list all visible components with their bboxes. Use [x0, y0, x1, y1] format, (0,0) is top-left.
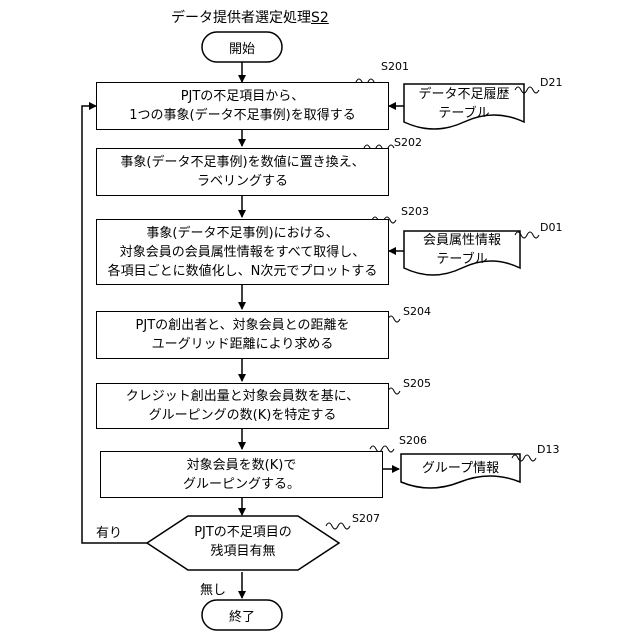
end-label: 終了 — [202, 606, 282, 625]
step-s205-line-1: クレジット創出量と対象会員数を基に、 — [126, 387, 360, 406]
step-s203-line-2: 対象会員の会員属性情報をすべて取得し、 — [120, 243, 366, 262]
decision-text: PJTの不足項目の 残項目有無 — [160, 523, 326, 561]
step-s202: 事象(データ不足事例)を数値に置き換え、 ラベリングする — [96, 148, 389, 196]
document-d13-line-1: グループ情報 — [401, 459, 520, 478]
ref-s206: S206 — [399, 434, 427, 447]
decision-no-label: 無し — [200, 579, 226, 598]
step-s206: 対象会員を数(K)で グルーピングする。 — [100, 451, 383, 498]
ref-s204: S204 — [403, 305, 431, 318]
decision-line-1: PJTの不足項目の — [160, 523, 326, 542]
step-s201: PJTの不足項目から、 1つの事象(データ不足事例)を取得する — [96, 82, 389, 130]
ref-s207: S207 — [352, 512, 380, 525]
step-s201-line-2: 1つの事象(データ不足事例)を取得する — [129, 106, 355, 125]
step-s204-line-2: ユーグリッド距離により求める — [152, 335, 334, 354]
document-d01-line-2: テーブル — [404, 250, 520, 269]
leader-s207 — [326, 523, 350, 529]
step-s203-line-1: 事象(データ不足事例)における、 — [146, 224, 338, 243]
document-d21-line-2: テーブル — [404, 104, 524, 123]
step-s203-line-3: 各項目ごとに数値化し、N次元でプロットする — [108, 262, 378, 281]
document-d13: グループ情報 — [401, 459, 520, 478]
document-d01: 会員属性情報 テーブル — [404, 231, 520, 269]
decision-line-2: 残項目有無 — [160, 542, 326, 561]
step-s204-line-1: PJTの創出者と、対象会員との距離を — [136, 316, 350, 335]
document-d01-line-1: 会員属性情報 — [404, 231, 520, 250]
document-d21-line-1: データ不足履歴 — [404, 85, 524, 104]
step-s202-line-2: ラベリングする — [197, 172, 288, 191]
step-s204: PJTの創出者と、対象会員との距離を ユーグリッド距離により求める — [96, 311, 389, 359]
diagram-title: データ提供者選定処理S2 — [171, 7, 329, 27]
ref-d01: D01 — [540, 221, 562, 234]
ref-s201: S201 — [381, 60, 409, 73]
title-main: データ提供者選定処理 — [171, 10, 311, 26]
step-s205: クレジット創出量と対象会員数を基に、 グルーピングの数(K)を特定する — [96, 383, 389, 429]
title-code: S2 — [311, 10, 329, 26]
ref-d21: D21 — [540, 76, 562, 89]
decision-yes-label: 有り — [96, 522, 122, 541]
start-label: 開始 — [202, 38, 282, 57]
step-s206-line-2: グルーピングする。 — [183, 475, 300, 494]
ref-s205: S205 — [403, 377, 431, 390]
step-s202-line-1: 事象(データ不足事例)を数値に置き換え、 — [120, 153, 364, 172]
step-s206-line-1: 対象会員を数(K)で — [187, 456, 297, 475]
step-s201-line-1: PJTの不足項目から、 — [181, 87, 305, 106]
ref-s203: S203 — [401, 205, 429, 218]
step-s203: 事象(データ不足事例)における、 対象会員の会員属性情報をすべて取得し、 各項目… — [96, 219, 389, 285]
ref-s202: S202 — [394, 136, 422, 149]
ref-d13: D13 — [537, 443, 559, 456]
step-s205-line-2: グルーピングの数(K)を特定する — [149, 406, 337, 425]
document-d21: データ不足履歴 テーブル — [404, 85, 524, 123]
